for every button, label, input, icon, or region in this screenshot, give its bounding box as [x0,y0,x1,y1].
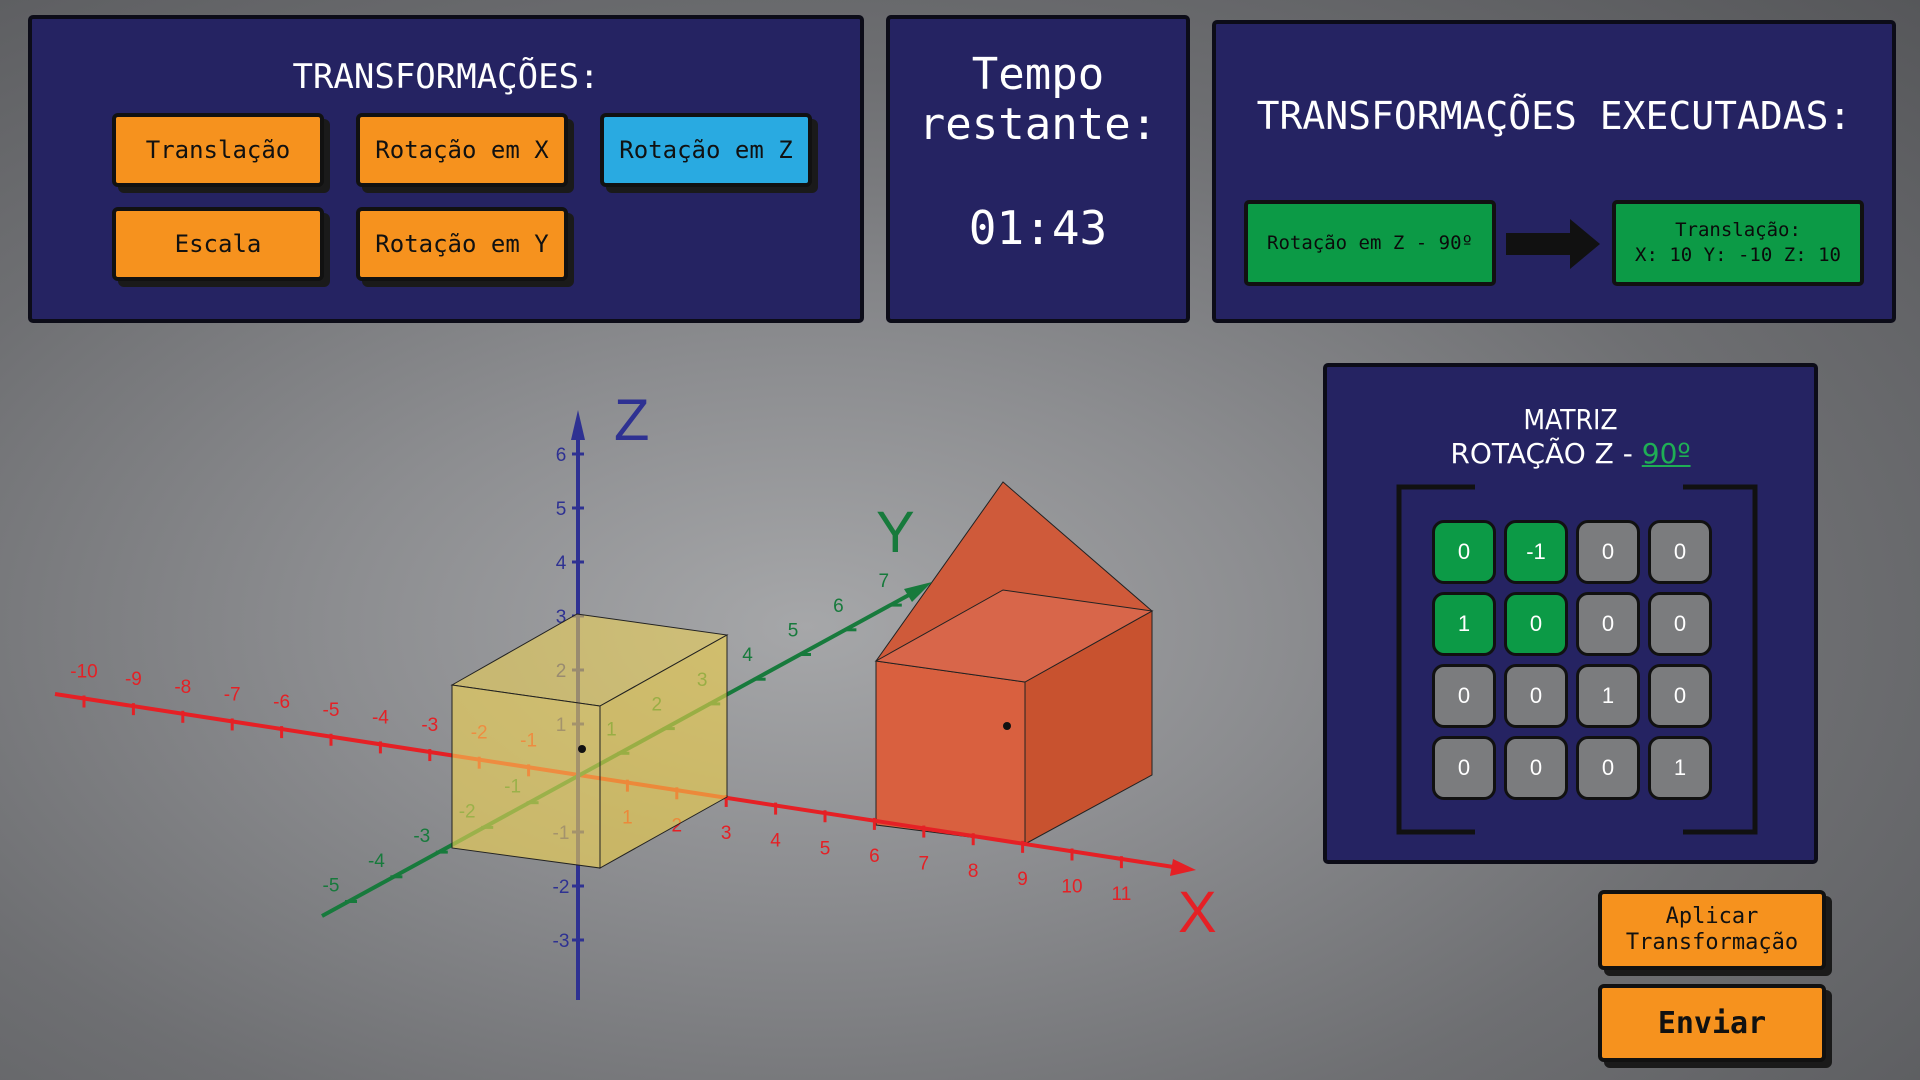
timer-label-line2: restante: [918,99,1158,150]
y-tick-8-label: 4 [742,645,753,666]
y-tick-1-label: -4 [368,851,385,872]
executed-step-1: Rotação em Z - 90º [1244,200,1496,286]
z-tick-1-label: -2 [553,877,570,898]
z-axis-label: Z [614,388,649,453]
matrix-angle: 90º [1641,437,1691,470]
executed-title: TRANSFORMAÇÕES EXECUTADAS: [1256,94,1852,138]
x-tick-4-label: -6 [273,692,290,713]
target-cube [874,481,1154,845]
z-tick-5-label: 3 [556,607,567,628]
rotate-x-button[interactable]: Rotação em X [356,113,568,187]
apply-line1: Aplicar [1665,904,1759,929]
executed-step-2-line1: Translação: [1675,219,1801,241]
matrix-cell-3-0[interactable]: 0 [1432,736,1496,800]
matrix-cell-3-2[interactable]: 0 [1576,736,1640,800]
y-tick-2-label: -3 [413,826,430,847]
x-tick-18-label: 9 [1017,869,1028,890]
matrix-cell-1-2[interactable]: 0 [1576,592,1640,656]
executed-step-2-line2: X: 10 Y: -10 Z: 10 [1635,244,1841,266]
apply-line2: Transformação [1625,930,1799,955]
source-cube [450,613,729,869]
matrix-cell-2-0[interactable]: 0 [1432,664,1496,728]
x-tick-11-label: 2 [672,815,683,836]
x-tick-7-label: -3 [421,715,438,736]
x-tick-13-label: 4 [770,831,781,852]
timer-value: 01:43 [968,201,1108,255]
executed-step-2: Translação: X: 10 Y: -10 Z: 10 [1612,200,1864,286]
rotate-y-button-label: Rotação em Y [375,230,549,258]
transformations-panel: TRANSFORMAÇÕES: Translação Rotação em X … [28,15,864,323]
matrix-cell-0-1[interactable]: -1 [1504,520,1568,584]
x-tick-1-label: -9 [125,669,142,690]
x-tick-0-label: -10 [70,662,97,683]
matrix-cell-1-3[interactable]: 0 [1648,592,1712,656]
matrix-cell-3-1[interactable]: 0 [1504,736,1568,800]
x-tick-20-label: 11 [1112,884,1132,905]
matrix-cell-2-2[interactable]: 1 [1576,664,1640,728]
y-tick-10-label: 6 [833,596,844,617]
x-tick-3-label: -7 [224,684,241,705]
matrix-cell-1-0[interactable]: 1 [1432,592,1496,656]
matrix-cell-0-2[interactable]: 0 [1576,520,1640,584]
rotate-z-button[interactable]: Rotação em Z [600,113,812,187]
x-tick-6-label: -4 [372,707,389,728]
transformations-title: TRANSFORMAÇÕES: [292,57,600,97]
executed-step-1-label: Rotação em Z - 90º [1267,231,1473,254]
send-button[interactable]: Enviar [1598,984,1826,1062]
executed-transformations-panel: TRANSFORMAÇÕES EXECUTADAS: Rotação em Z … [1212,20,1896,323]
x-tick-15-label: 6 [869,846,880,867]
matrix-brackets [1396,484,1758,835]
rotate-x-button-label: Rotação em X [375,136,549,164]
matrix-cell-2-3[interactable]: 0 [1648,664,1712,728]
matrix-title: MATRIZ [1523,403,1618,436]
matrix-cell-0-3[interactable]: 0 [1648,520,1712,584]
matrix-cell-1-1[interactable]: 0 [1504,592,1568,656]
z-tick-0-label: -3 [553,931,570,952]
arrow-right-icon [1506,219,1600,269]
timer-panel: Tempo restante: 01:43 [886,15,1190,323]
matrix-subtitle: ROTAÇÃO Z - 90º [1327,437,1814,470]
x-tick-19-label: 10 [1061,877,1082,898]
z-tick-6-label: 4 [556,553,567,574]
x-tick-17-label: 8 [968,861,979,882]
scale-button-label: Escala [174,230,262,258]
matrix-subtitle-prefix: ROTAÇÃO Z - [1450,437,1642,470]
y-tick-0-label: -5 [323,876,340,897]
x-axis-label: X [1178,880,1217,945]
apply-transformation-button[interactable]: Aplicar Transformação [1598,890,1826,970]
translation-button-label: Translação [145,136,291,164]
x-tick-2-label: -8 [174,677,191,698]
x-tick-16-label: 7 [919,854,930,875]
y-axis-label: Y [876,500,915,565]
matrix-cell-2-1[interactable]: 0 [1504,664,1568,728]
translation-button[interactable]: Translação [112,113,324,187]
scale-button[interactable]: Escala [112,207,324,281]
send-button-label: Enviar [1657,1005,1767,1041]
x-tick-5-label: -5 [323,700,340,721]
matrix-cell-3-3[interactable]: 1 [1648,736,1712,800]
y-tick-11-label: 7 [879,571,890,592]
z-tick-7-label: 5 [556,499,567,520]
z-tick-8-label: 6 [556,445,567,466]
y-tick-9-label: 5 [788,621,799,642]
timer-label-line1: Tempo [971,49,1105,100]
rotate-z-button-label: Rotação em Z [619,136,793,164]
rotate-y-button[interactable]: Rotação em Y [356,207,568,281]
x-tick-14-label: 5 [820,838,831,859]
matrix-cell-0-0[interactable]: 0 [1432,520,1496,584]
x-tick-12-label: 3 [721,823,732,844]
